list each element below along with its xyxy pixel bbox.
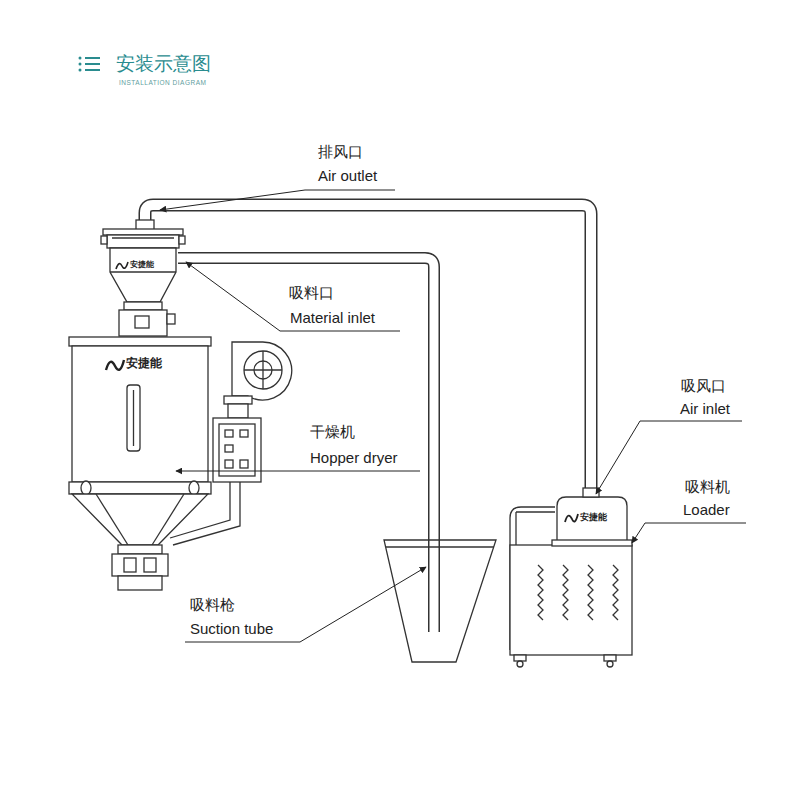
blower-unit — [240, 460, 248, 468]
material-bin — [384, 540, 496, 662]
loader-machine — [552, 540, 632, 546]
hopper-dryer — [69, 337, 211, 590]
subtitle: INSTALLATION DIAGRAM — [119, 79, 206, 87]
page-title: 安装示意图 — [116, 53, 211, 76]
loader-machine — [557, 497, 627, 545]
callout-label: Air inlet — [680, 400, 730, 418]
blower-unit — [225, 430, 233, 437]
hopper-dryer — [72, 346, 208, 482]
blower-unit — [228, 404, 248, 418]
loader-machine — [516, 511, 555, 512]
loader-machine — [517, 661, 523, 667]
callout-label: 吸料枪 — [190, 596, 235, 614]
blower-unit — [219, 424, 255, 476]
hopper-dryer — [69, 337, 211, 346]
hopper-dryer — [189, 481, 199, 495]
material-bin — [384, 540, 496, 662]
hopper-dryer — [81, 481, 91, 495]
leader-line — [632, 523, 746, 543]
callout-label: 排风口 — [318, 143, 363, 161]
hopper-receiver — [107, 235, 179, 248]
callout-label: Air outlet — [318, 167, 377, 185]
hopper-dryer — [144, 558, 156, 572]
material-pipe — [178, 258, 434, 632]
title-icon — [85, 57, 100, 59]
loader-machine — [510, 488, 632, 667]
logo-text: 安捷能 — [580, 512, 607, 523]
hopper-receiver — [112, 237, 174, 238]
callout-label: Suction tube — [190, 620, 273, 638]
hopper-dryer — [69, 482, 211, 494]
callout-label: Loader — [683, 501, 730, 519]
title-icon — [85, 63, 100, 65]
hopper-dryer — [96, 494, 128, 545]
hopper-dryer — [72, 494, 208, 545]
leader-line — [185, 567, 426, 642]
blower-unit — [232, 342, 292, 400]
callout-label: 吸风口 — [681, 377, 726, 395]
blower-unit — [225, 460, 233, 468]
loader-machine — [510, 545, 632, 655]
hopper-receiver — [167, 314, 175, 324]
logo-text: 安捷能 — [130, 260, 154, 270]
title-icon — [79, 57, 82, 60]
hopper-dryer — [118, 576, 162, 590]
loader-machine — [613, 565, 618, 620]
loader-machine — [538, 565, 543, 620]
loader-machine — [607, 661, 613, 667]
blower-unit — [173, 482, 240, 545]
title-icon — [79, 69, 82, 72]
blower-unit — [224, 396, 252, 404]
title-icon — [79, 57, 101, 72]
blower-unit — [213, 418, 261, 482]
hopper-dryer — [124, 558, 136, 572]
hopper-receiver — [179, 236, 185, 244]
hopper-receiver — [110, 248, 176, 302]
blower-unit — [170, 342, 292, 545]
callout-label: 吸料机 — [685, 478, 730, 496]
title-icon — [79, 63, 82, 66]
hopper-receiver — [110, 271, 176, 272]
hopper-receiver — [101, 220, 185, 336]
air-pipe — [145, 205, 591, 490]
hopper-dryer — [152, 494, 184, 545]
callout-label: 吸料口 — [289, 284, 334, 302]
hopper-dryer — [112, 554, 168, 576]
logo-text: 安捷能 — [126, 356, 162, 370]
hopper-receiver — [101, 236, 107, 244]
leader-line — [160, 190, 746, 642]
callout-label: Hopper dryer — [310, 449, 398, 467]
material-bin — [386, 546, 494, 547]
leader-line — [160, 190, 395, 210]
leader-line — [176, 471, 420, 472]
hopper-receiver — [135, 316, 149, 328]
loader-machine — [604, 655, 616, 661]
hopper-receiver — [124, 302, 162, 310]
logo-icon — [565, 514, 578, 522]
hopper-dryer — [127, 385, 140, 451]
loader-machine — [563, 565, 568, 620]
air-pipe — [145, 205, 591, 490]
callout-label: 干燥机 — [310, 423, 355, 441]
loader-machine — [514, 655, 526, 661]
hopper-receiver — [103, 229, 183, 235]
blower-unit — [170, 482, 230, 538]
hopper-dryer — [118, 545, 162, 554]
logo-icon — [106, 360, 124, 370]
callout-label: Material inlet — [290, 309, 375, 327]
loader-machine — [588, 565, 593, 620]
air-pipe — [145, 205, 591, 490]
blower-unit — [240, 430, 248, 437]
hopper-receiver — [119, 310, 167, 336]
material-pipe — [178, 258, 434, 632]
hopper-dryer — [133, 390, 134, 446]
blower-unit — [262, 351, 263, 389]
logo-icon — [116, 262, 128, 269]
blower-unit — [244, 351, 282, 389]
leader-line — [186, 262, 400, 331]
blower-unit — [225, 445, 233, 452]
material-pipe — [178, 258, 434, 632]
title-icon — [85, 69, 100, 71]
